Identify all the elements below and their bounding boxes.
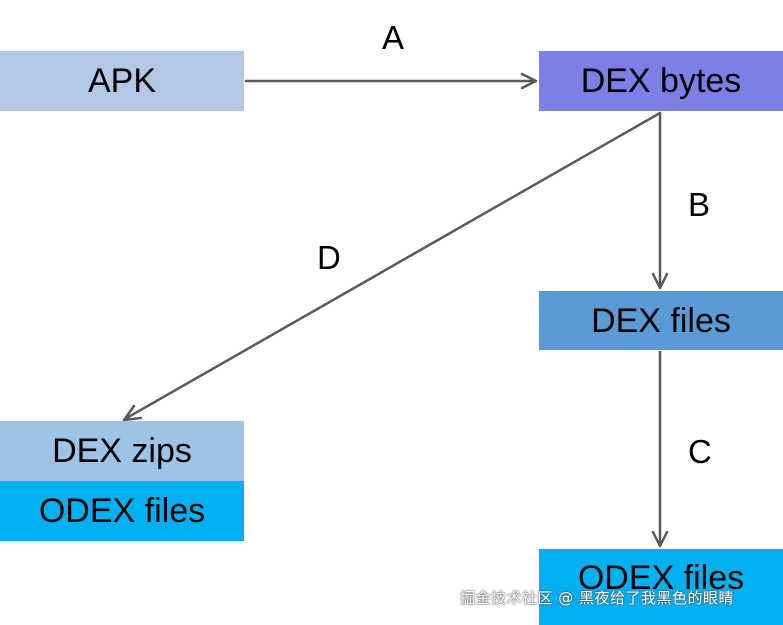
edge-d-label: D	[317, 239, 341, 276]
node-dex-zips: DEX zips	[0, 421, 244, 481]
node-dex-bytes-label: DEX bytes	[580, 62, 742, 100]
edge-c-arrowhead	[651, 530, 669, 548]
node-odex-files-right-label: ODEX files	[577, 559, 745, 597]
node-dex-files: DEX files	[539, 291, 783, 350]
edge-a-arrowhead	[520, 72, 538, 90]
edge-b-arrowhead	[651, 272, 669, 290]
node-dex-files-label: DEX files	[591, 301, 731, 340]
node-dex-bytes: DEX bytes	[539, 51, 783, 111]
edge-d-arrowhead	[122, 404, 143, 422]
edge-b-label: B	[688, 186, 711, 223]
node-odex-files-right: ODEX files	[539, 549, 783, 625]
edge-c-label: C	[688, 433, 712, 470]
node-apk-label: APK	[87, 62, 157, 100]
watermark: 掘金技术社区 @ 黑夜给了我黑色的眼睛	[460, 589, 735, 607]
node-odex-files-left: ODEX files	[0, 481, 244, 541]
edge-d-arrow	[123, 111, 662, 421]
node-apk: APK	[0, 51, 244, 111]
node-odex-files-left-label: ODEX files	[38, 492, 206, 530]
edge-a-label: A	[382, 19, 405, 56]
node-dex-zips-label: DEX zips	[52, 432, 192, 470]
